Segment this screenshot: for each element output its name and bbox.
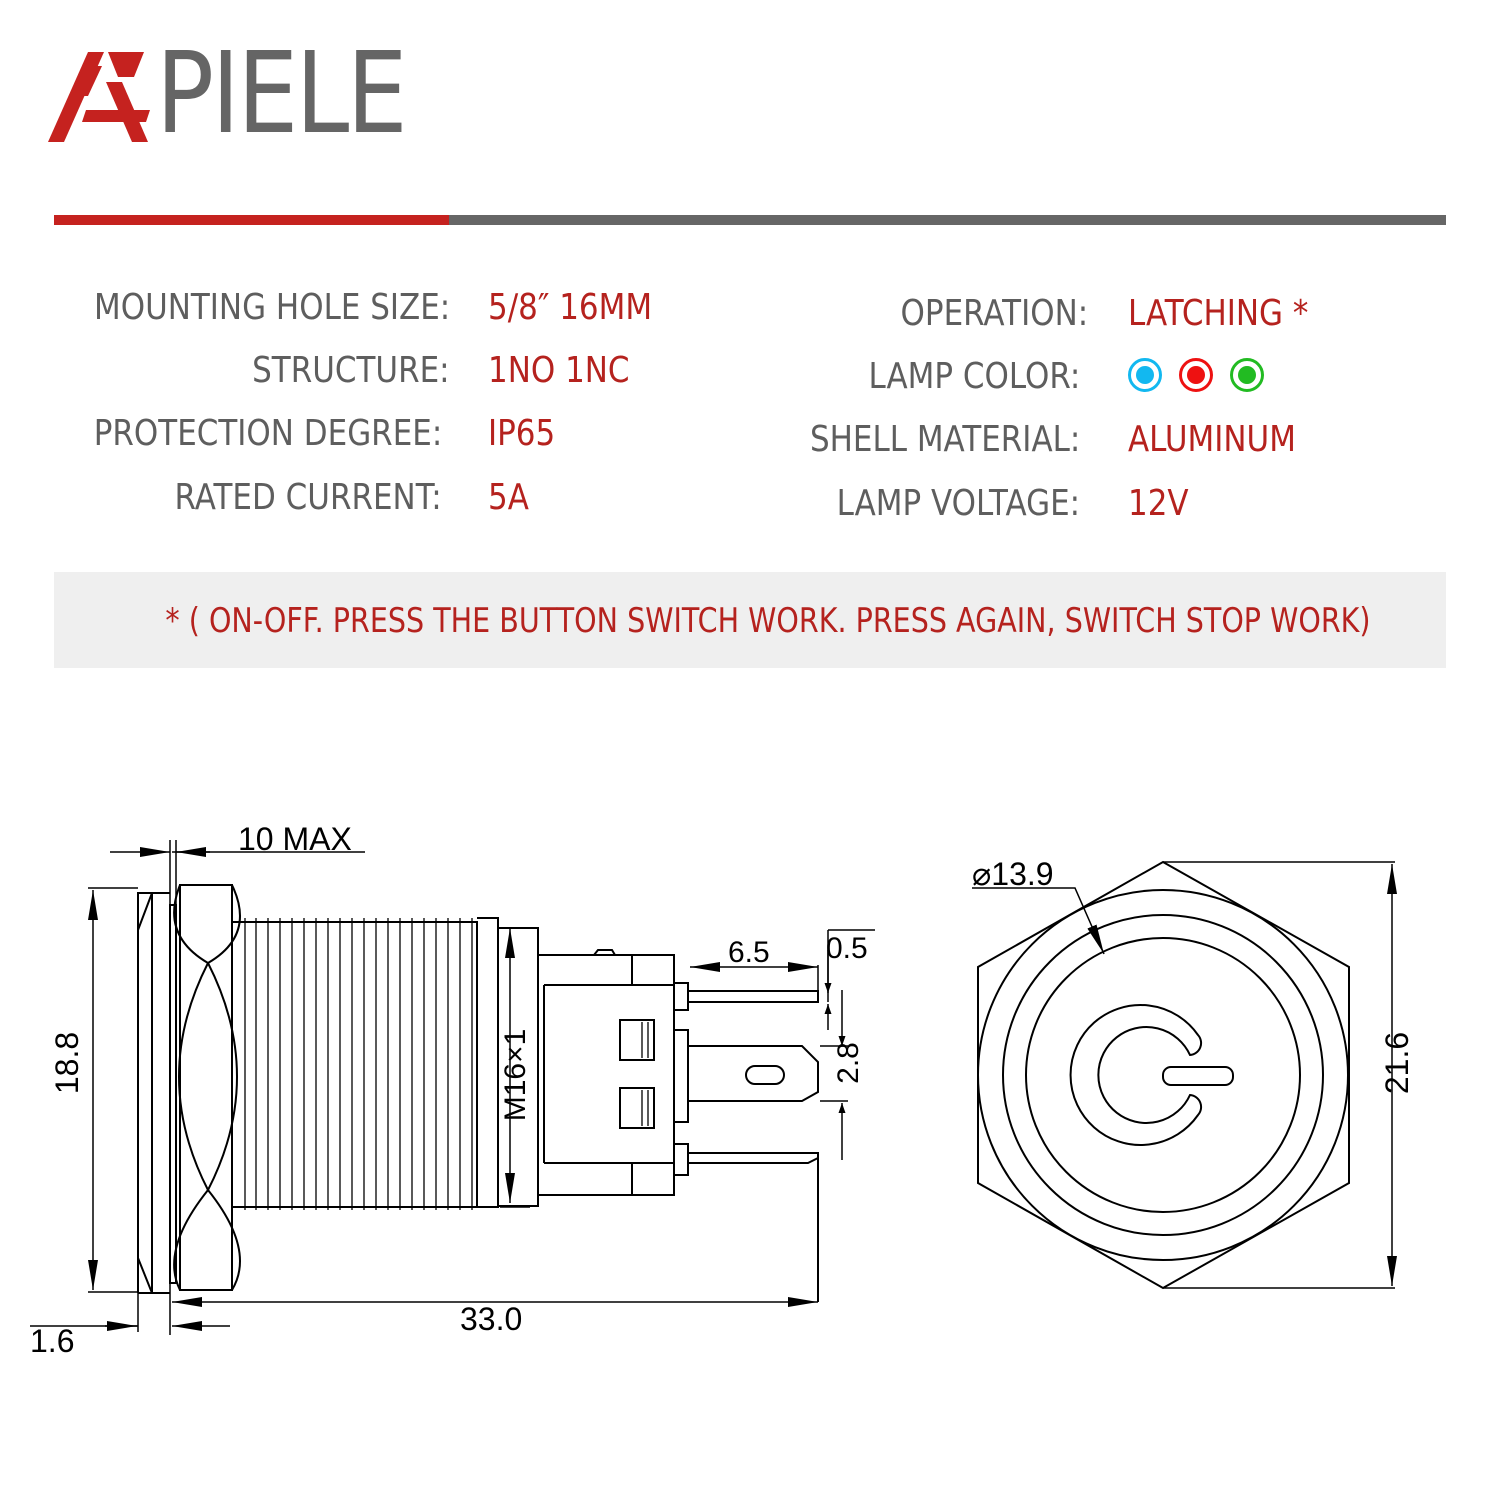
dim-18-8: 18.8 — [49, 1032, 85, 1094]
lamp-color-swatches — [1128, 358, 1278, 398]
header-rule-accent — [54, 215, 449, 225]
dimension-drawing: 10 MAX 18.8 M16×1 6.5 0.5 2.8 33.0 1.6 ⌀… — [30, 821, 1415, 1359]
spec-label-lamp-voltage: LAMP VOLTAGE: — [836, 483, 1080, 524]
spec-label-protection: PROTECTION DEGREE: — [93, 413, 442, 454]
spec-value-shell-material: ALUMINUM — [1128, 419, 1296, 460]
spec-value-protection: IP65 — [488, 413, 556, 454]
brand-logo: PIELE — [48, 38, 408, 150]
spec-label-shell-material: SHELL MATERIAL: — [809, 419, 1080, 460]
spec-value-structure: 1NO 1NC — [488, 350, 630, 391]
dim-diameter-13-9: ⌀13.9 — [972, 856, 1054, 892]
operation-note-text: * ( ON-OFF. PRESS THE BUTTON SWITCH WORK… — [165, 601, 1371, 641]
dim-33-0: 33.0 — [460, 1301, 522, 1337]
dim-2-8: 2.8 — [832, 1042, 865, 1084]
spec-label-structure: STRUCTURE: — [252, 350, 450, 391]
front-view — [977, 860, 1350, 1290]
spec-label-mounting-hole: MOUNTING HOLE SIZE: — [93, 287, 450, 328]
operation-note-banner: * ( ON-OFF. PRESS THE BUTTON SWITCH WORK… — [54, 572, 1446, 668]
spec-label-lamp-color: LAMP COLOR: — [868, 356, 1080, 397]
spec-label-operation: OPERATION: — [900, 293, 1088, 334]
dim-1-6: 1.6 — [30, 1323, 74, 1359]
side-view — [137, 884, 819, 1302]
spec-label-rated-current: RATED CURRENT: — [174, 477, 442, 518]
lamp-color-blue-icon — [1128, 358, 1162, 392]
dim-21-6: 21.6 — [1379, 1032, 1415, 1094]
dim-0-5: 0.5 — [826, 932, 868, 965]
header-rule — [449, 215, 1446, 225]
lamp-color-green-icon — [1230, 358, 1264, 392]
spec-value-operation: LATCHING * — [1128, 293, 1309, 334]
logo-mark-icon — [48, 52, 150, 142]
spec-value-mounting-hole: 5/8″ 16MM — [488, 287, 653, 328]
dim-6-5: 6.5 — [728, 936, 770, 969]
dim-thread-m16: M16×1 — [499, 1029, 532, 1122]
brand-name: PIELE — [156, 29, 408, 159]
spec-value-rated-current: 5A — [488, 477, 529, 518]
spec-value-lamp-voltage: 12V — [1128, 483, 1189, 524]
dim-10-max: 10 MAX — [238, 821, 352, 857]
lamp-color-red-icon — [1179, 358, 1213, 392]
